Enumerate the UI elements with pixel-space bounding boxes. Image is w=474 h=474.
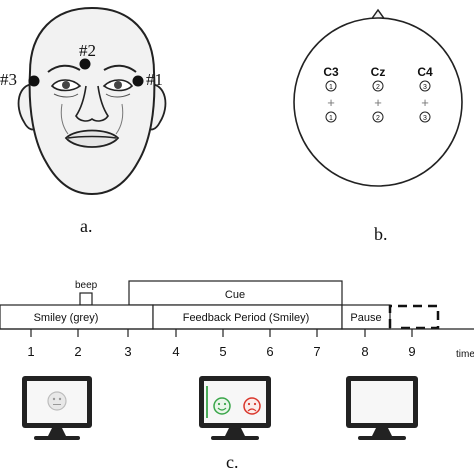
electrode-bottom-circle	[325, 111, 337, 123]
caption-b: b.	[374, 224, 388, 244]
happy-smiley-icon	[213, 397, 231, 415]
sad-smiley-icon	[243, 397, 261, 415]
center-plus-icon: +	[327, 95, 335, 110]
tick-label: 6	[266, 344, 273, 359]
pause-box	[341, 304, 391, 330]
tick-label: 9	[408, 344, 415, 359]
electrode-label-2: #2	[79, 41, 96, 60]
right-eye	[102, 79, 134, 98]
monitor-grey-smiley	[22, 376, 92, 440]
caption-a: a.	[80, 216, 93, 236]
electrode-2-dot	[79, 58, 91, 70]
panel-b-head	[293, 8, 463, 187]
right-eyebrow	[103, 64, 137, 73]
tick-label: 8	[361, 344, 368, 359]
nose	[75, 85, 109, 122]
electrode-top-number: 2	[376, 84, 380, 91]
electrode-bottom-number: 3	[423, 115, 427, 122]
panel-c-timeline	[0, 280, 474, 330]
grey-smiley-face	[47, 391, 67, 411]
tick-label: 1	[27, 344, 34, 359]
electrode-top-number: 1	[329, 84, 333, 91]
left-eye	[50, 79, 82, 98]
beep-label: beep	[75, 280, 98, 291]
monitor-blank	[346, 376, 418, 440]
electrode-3-dot	[28, 75, 40, 87]
electrode-label-3: #3	[0, 70, 17, 89]
cue-box	[128, 280, 343, 306]
head-outline	[28, 6, 156, 196]
cue-label: Cue	[225, 289, 245, 301]
mouth	[64, 129, 120, 148]
center-plus-icon: +	[374, 95, 382, 110]
feedback-label: Feedback Period (Smiley)	[183, 312, 310, 324]
electrode-bottom-number: 2	[376, 115, 380, 122]
channel-label-c4: C4	[417, 65, 433, 79]
tick-label: 4	[172, 344, 179, 359]
channel-label-c3: C3	[323, 65, 339, 79]
electrode-top-number: 3	[423, 84, 427, 91]
channel-label-cz: Cz	[371, 65, 386, 79]
channel-group: C3 1 +1 Cz 2 +2 C4 3 +3	[323, 65, 433, 123]
electrode-bottom-circle	[372, 111, 384, 123]
smiley-grey-label: Smiley (grey)	[34, 312, 99, 324]
center-plus-icon: +	[421, 95, 429, 110]
electrode-1-dot	[132, 75, 144, 87]
time-label: time	[456, 349, 474, 360]
electrode-bottom-circle	[419, 111, 431, 123]
tick-group: 1 2 3 4 5 6 7 8 9	[27, 329, 416, 359]
left-eyebrow	[47, 64, 81, 73]
tick-label: 5	[219, 344, 226, 359]
caption-c: c.	[226, 452, 239, 472]
tick-label: 2	[74, 344, 81, 359]
electrode-top-circle	[419, 80, 431, 92]
electrode-bottom-number: 1	[329, 115, 333, 122]
panel-a-face	[17, 6, 167, 196]
tick-label: 7	[313, 344, 320, 359]
tick-label: 3	[124, 344, 131, 359]
pause-label: Pause	[350, 312, 381, 324]
electrode-top-circle	[372, 80, 384, 92]
electrode-top-circle	[325, 80, 337, 92]
dashed-box	[388, 304, 440, 330]
head-circle	[293, 17, 463, 187]
monitor-feedback	[199, 376, 271, 440]
beep-box	[79, 292, 93, 306]
electrode-label-1: #1	[146, 70, 163, 89]
